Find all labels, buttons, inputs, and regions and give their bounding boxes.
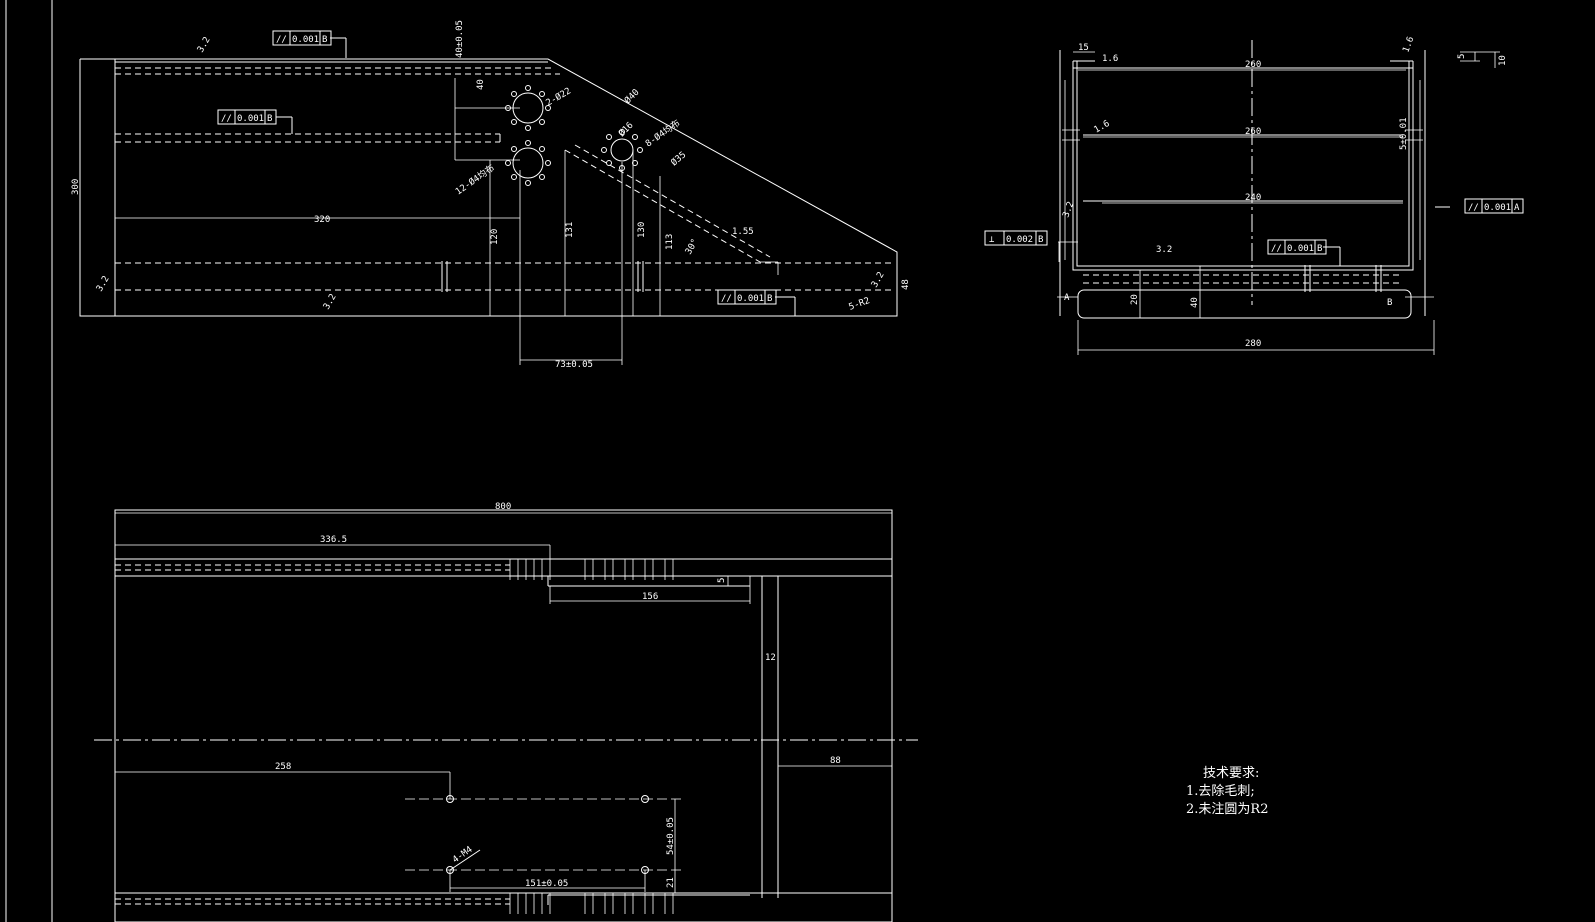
dim-280: 280 — [1245, 339, 1261, 349]
hole-16 — [610, 138, 634, 162]
svg-text://: // — [1271, 244, 1282, 254]
front-tolerance-2: // 0.001 B — [217, 109, 277, 125]
dim-48: 48 — [901, 279, 911, 290]
svg-text:B: B — [1038, 235, 1043, 245]
svg-text:B: B — [267, 114, 272, 124]
dim-800: 800 — [495, 502, 511, 512]
svg-text:⊥: ⊥ — [989, 235, 995, 245]
dim-20: 20 — [1130, 294, 1140, 305]
callout-40: Ø40 — [622, 87, 641, 106]
dim-15: 15 — [1078, 43, 1089, 53]
dim-113: 113 — [665, 234, 675, 250]
roughness-4: 3.2 — [870, 270, 887, 289]
dim-156: 156 — [642, 592, 658, 602]
side-tolerance-perp: ⊥ 0.002 B — [984, 230, 1048, 246]
svg-text:0.001: 0.001 — [1484, 203, 1511, 213]
dim-40-tol: 40±0.05 — [455, 20, 465, 58]
dim-258: 258 — [275, 762, 291, 772]
roughness-1: 3.2 — [196, 35, 213, 54]
svg-text:0.001: 0.001 — [237, 114, 264, 124]
dim-130: 130 — [637, 222, 647, 238]
front-view-hidden-lines — [115, 67, 895, 291]
side-tolerance-par-b: // 0.001 B — [1267, 239, 1327, 255]
dim-88: 88 — [830, 756, 841, 766]
svg-text:B: B — [322, 35, 327, 45]
dim-angle: 30° — [684, 237, 701, 256]
top-view — [94, 509, 918, 922]
callout-2-holes: 2-Ø22 — [544, 86, 573, 109]
roughness-3: 3.2 — [322, 292, 339, 311]
svg-text:0.001: 0.001 — [292, 35, 319, 45]
svg-text://: // — [721, 294, 732, 304]
dim-12: 12 — [765, 653, 776, 663]
dim-300: 300 — [71, 179, 81, 195]
svg-text://: // — [1468, 203, 1479, 213]
notes-line-2: 2.未注圆为R2 — [1186, 802, 1268, 817]
dim-320: 320 — [314, 215, 330, 225]
dim-260-mid: 260 — [1245, 127, 1261, 137]
roughness-side-4: 3.2 — [1061, 200, 1076, 219]
roughness-side-1: 1.6 — [1102, 54, 1118, 64]
dim-73: 73±0.05 — [555, 360, 593, 370]
dim-260-top: 260 — [1245, 60, 1261, 70]
svg-text://: // — [276, 35, 287, 45]
svg-text:A: A — [1514, 203, 1520, 213]
roughness-2: 3.2 — [95, 274, 112, 293]
svg-text:B: B — [1317, 244, 1322, 254]
technical-notes: 技术要求: 1.去除毛刺; 2.未注圆为R2 — [1186, 766, 1268, 817]
callout-8-holes: 8-Ø4均布 — [643, 117, 682, 150]
svg-text:B: B — [767, 294, 772, 304]
side-view-labels: 260 260 240 280 15 5 10 5±0.01 20 40 1.6… — [1061, 35, 1508, 349]
hole-22-lower — [512, 147, 544, 179]
dim-131: 131 — [565, 222, 575, 238]
drawing-frame — [5, 0, 53, 922]
notes-line-1: 1.去除毛刺; — [1186, 784, 1255, 799]
callout-35: Ø35 — [669, 149, 689, 168]
callout-r2: 5-R2 — [848, 296, 872, 313]
datum-a-symbol: A — [1064, 293, 1070, 303]
bolt-circle-holes — [505, 85, 643, 186]
dim-240: 240 — [1245, 193, 1261, 203]
svg-text://: // — [221, 114, 232, 124]
front-view-slots — [441, 261, 644, 292]
svg-text:0.001: 0.001 — [1287, 244, 1314, 254]
dim-54: 54±0.05 — [666, 817, 676, 855]
dim-21: 21 — [666, 877, 676, 888]
notes-title: 技术要求: — [1203, 766, 1259, 781]
dim-151: 151±0.05 — [525, 879, 568, 889]
front-view — [79, 37, 898, 365]
front-tolerance-3: // 0.001 B — [717, 289, 777, 305]
roughness-side-2: 1.6 — [1401, 35, 1416, 54]
front-view-dimension-lines — [79, 59, 898, 365]
dim-336: 336.5 — [320, 535, 347, 545]
front-tolerance-1: // 0.001 B — [272, 30, 332, 46]
roughness-side-3: 1.6 — [1093, 119, 1112, 136]
dim-chamfer: 1.55 — [732, 227, 754, 237]
dim-10: 10 — [1498, 55, 1508, 66]
side-view — [1057, 40, 1500, 355]
dim-40-side: 40 — [1190, 297, 1200, 308]
svg-text:0.002: 0.002 — [1006, 235, 1033, 245]
datum-b-symbol: B — [1387, 298, 1392, 308]
front-view-labels: 320 300 40±0.05 40 120 131 130 113 48 73… — [71, 20, 911, 370]
dim-40: 40 — [476, 79, 486, 90]
front-view-outline — [79, 58, 898, 317]
dim-5-top: 5 — [717, 578, 727, 583]
callout-m4: 4-M4 — [451, 845, 475, 866]
side-tolerance-par-a: // 0.001 A — [1464, 198, 1524, 214]
svg-text:0.001: 0.001 — [737, 294, 764, 304]
top-view-labels: 800 336.5 156 5 12 258 88 54±0.05 21 151… — [275, 502, 841, 889]
dim-5: 5 — [1457, 54, 1467, 59]
dim-120: 120 — [490, 229, 500, 245]
roughness-side-5: 3.2 — [1156, 245, 1172, 255]
dim-slot: 5±0.01 — [1399, 117, 1409, 150]
